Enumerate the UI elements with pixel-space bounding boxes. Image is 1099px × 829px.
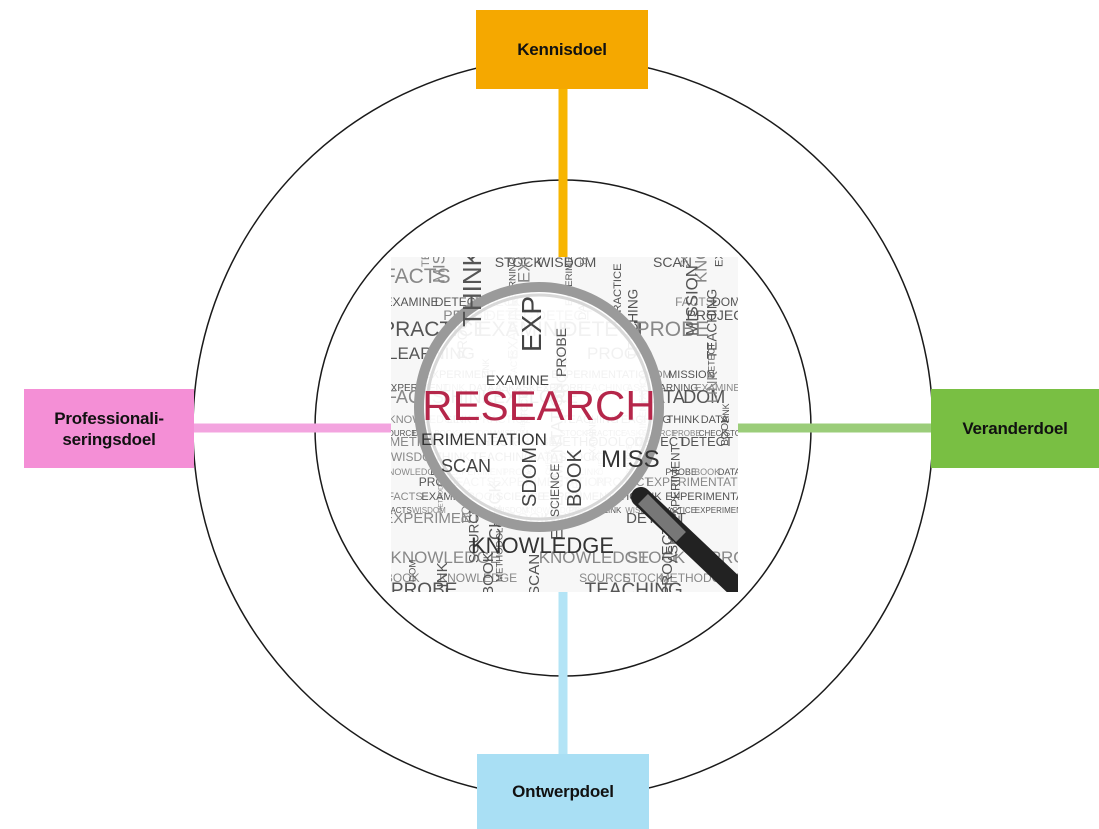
cloud-word: EXAMINE (695, 383, 738, 394)
cloud-word: EXPERIMENTATION (665, 491, 738, 503)
cloud-word: LINK (434, 562, 451, 592)
lens-word: BOOK (564, 449, 586, 507)
cloud-word: PROBE (673, 429, 701, 438)
cloud-word: MISSION (430, 257, 449, 283)
cloud-word: TEACHING (578, 257, 590, 267)
cloud-word: FACTS (675, 295, 714, 309)
cloud-word: EXPERIMENTATION (515, 257, 534, 283)
lens-word: EXP (516, 296, 547, 352)
cloud-word: DATA (718, 467, 738, 477)
lens-word: SCIENCE (548, 464, 562, 517)
cloud-word: EXPERIMENT (391, 510, 481, 527)
cloud-word: BOOK (391, 571, 420, 585)
cloud-word: SOURCE (391, 429, 417, 438)
lens-word: ERIMENTATION (421, 430, 547, 449)
cloud-word: MISSION (682, 265, 701, 336)
cloud-word: KNOWLEDGE (391, 548, 501, 567)
goal-box-kennisdoel: Kennisdoel (476, 10, 648, 89)
cloud-word: STOCK (495, 257, 544, 270)
cloud-word: EXPERIMENT (669, 444, 683, 523)
cloud-word: KNOWLEDGE (471, 533, 614, 558)
cloud-word: DOM (683, 387, 725, 407)
cloud-word: LINK (705, 371, 721, 403)
cloud-word: PROJECT (687, 307, 738, 323)
cloud-word: SOURCE (467, 505, 482, 563)
cloud-word: LEARNING (647, 383, 698, 394)
cloud-word: KNOWLEDGE (692, 257, 711, 283)
research-word-cloud-image: PROBETEACHINGSTOCKWISDOMTEACHINGSCANSCAN… (391, 257, 738, 592)
cloud-word: WISDOM (412, 506, 446, 515)
cloud-word: DETECT (681, 434, 733, 449)
cloud-word: PRACTICE (656, 506, 696, 515)
cloud-word: KNOWLEDGE (539, 548, 650, 567)
lens-word: EXAMINE (486, 372, 549, 388)
cloud-word: FACTS (391, 491, 423, 503)
cloud-word: PROBE (636, 318, 710, 341)
cloud-word: THINK (667, 414, 701, 426)
cloud-word: DOM (407, 560, 418, 582)
cloud-word: STOCK (725, 429, 738, 438)
cloud-word: SCAN (679, 257, 691, 267)
cloud-word: METHODOLOGY (437, 462, 444, 513)
cloud-word: STOCK (627, 548, 686, 567)
cloud-word: KNOWLEDGE (439, 571, 517, 585)
cloud-word: DETECT (707, 342, 717, 378)
cloud-word: CHECK (699, 429, 728, 438)
cloud-word: LEARNING (507, 257, 518, 306)
cloud-word: PROBE (665, 467, 697, 477)
cloud-word: TEACHING (705, 289, 720, 359)
cloud-word: DOM (712, 295, 738, 309)
cloud-word: BOOK (720, 416, 731, 446)
cloud-word: BOOK (694, 467, 720, 477)
cloud-word: WISDOM (537, 257, 596, 270)
cloud-word: STOCK (623, 571, 664, 585)
cloud-word: EXPERIMENTATION (646, 475, 738, 489)
cloud-word: PROJECT (659, 525, 676, 592)
cloud-word: BOOK (480, 552, 497, 592)
cloud-word: KNOWLEDGE (391, 467, 440, 477)
cloud-word: LINK (604, 506, 622, 515)
cloud-word: TEACHING (736, 295, 738, 309)
lens-word: MISS (601, 446, 660, 473)
cloud-word: EXAMINE (391, 295, 439, 309)
lens-word: THINK (457, 257, 487, 327)
goal-box-ontwerpdoel: Ontwerpdoel (477, 754, 649, 829)
lens-word: PROBE (553, 328, 569, 377)
cloud-word: FACTS (391, 506, 412, 515)
cloud-word: LINK (721, 403, 731, 423)
cloud-word: PROBE (391, 580, 457, 592)
cloud-word: EXPERIMENTATION (695, 506, 738, 515)
goal-box-veranderdoel: Veranderdoel (931, 389, 1099, 468)
cloud-word: PRACTICE (612, 263, 624, 320)
cloud-word: SOURCE (579, 571, 630, 585)
cloud-word: EXPERIMENTATION (564, 257, 575, 306)
cloud-word: EXPLORE (714, 257, 726, 267)
research-word: RESEARCH (422, 382, 655, 429)
lens-word: SDOM (519, 447, 541, 507)
cloud-word: TEACHING (420, 257, 432, 267)
cloud-word: TEACHING (585, 580, 683, 592)
cloud-word: FACTS (391, 265, 451, 288)
cloud-word: DATA (701, 414, 729, 426)
cloud-word: METHODOLOGY (495, 506, 506, 582)
cloud-word: LEARNING (738, 383, 739, 394)
goal-box-professionaliseringsdoel: Professionali- seringsdoel (24, 389, 194, 468)
cloud-word: SCAN (653, 257, 692, 270)
lens-word: SCAN (441, 456, 491, 476)
cloud-word: MISSION (668, 369, 715, 381)
cloud-word: SCAN (526, 554, 543, 592)
